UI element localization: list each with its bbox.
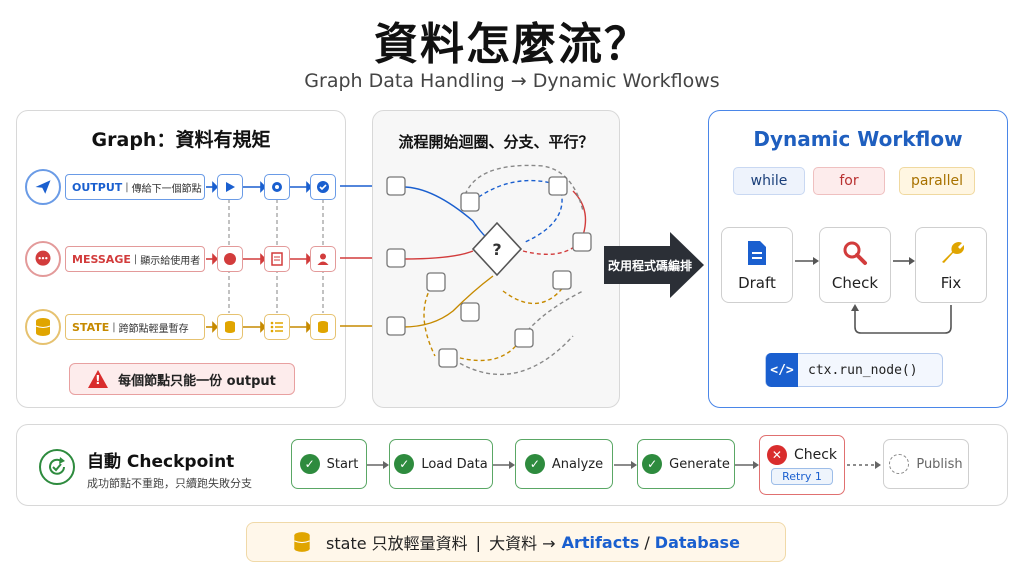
output-key: OUTPUT (72, 180, 123, 194)
db-small-icon (225, 321, 235, 333)
dynamic-workflow-panel: Dynamic Workflow while for parallel Draf… (708, 110, 1008, 408)
artifacts-link[interactable]: Artifacts (561, 532, 640, 552)
checkmark-icon (317, 181, 329, 193)
check-circle-icon: ✓ (299, 454, 320, 474)
step-generate-label: Generate (669, 456, 730, 472)
document-icon (271, 252, 283, 266)
play-icon (226, 182, 235, 192)
loop-chip-for[interactable]: for (813, 167, 885, 195)
list-icon (270, 321, 283, 333)
x-circle-icon: ✕ (766, 445, 787, 465)
step-load-data[interactable]: ✓ Load Data (389, 439, 493, 489)
checkpoint-title: 自動 Checkpoint (87, 452, 235, 472)
database-icon (25, 309, 61, 345)
refresh-check-icon (39, 449, 75, 485)
step-generate[interactable]: ✓ Generate (637, 439, 735, 489)
check-circle-icon: ✓ (642, 454, 663, 474)
page-subtitle: Graph Data Handling → Dynamic Workflows (304, 70, 720, 92)
doc-node[interactable] (264, 246, 290, 272)
checkpoint-subtitle: 成功節點不重跑，只續跑失敗分支 (87, 477, 252, 490)
code-text: ctx.run_node() (808, 362, 918, 378)
check-circle-icon: ✓ (394, 454, 415, 474)
database-icon (294, 532, 310, 552)
gear-node[interactable] (264, 174, 290, 200)
chat-bubble-icon (224, 253, 236, 265)
db-small-icon-2 (318, 321, 328, 333)
flow-panel-title: 流程開始迴圈、分支、平行？ (398, 133, 594, 151)
checkpoint-arrows (366, 461, 881, 469)
messy-flow-diagram: ? (386, 164, 592, 376)
loop-chip-while[interactable]: while (733, 167, 805, 195)
decision-symbol: ? (492, 240, 501, 259)
transition-arrow: 改用程式碼編排 (604, 232, 704, 298)
step-start[interactable]: ✓ Start (291, 439, 367, 489)
user-icon (317, 253, 329, 265)
message-desc: 顯示給使用者 (140, 255, 201, 267)
chat-icon (25, 241, 61, 277)
document-icon (748, 241, 766, 265)
dyn-arrows (795, 257, 952, 334)
dynamic-panel-title: Dynamic Workflow (753, 127, 963, 151)
step-analyze[interactable]: ✓ Analyze (515, 439, 613, 489)
step-analyze-label: Analyze (551, 456, 604, 472)
storage-note-separator: | (475, 532, 482, 552)
gear-icon (272, 182, 282, 192)
step-publish-label: Publish (916, 456, 963, 472)
loop-chip-parallel[interactable]: parallel (899, 167, 975, 195)
step-load-label: Load Data (421, 456, 488, 472)
page-title: 資料怎麼流？ (374, 19, 650, 70)
check-label: Check (831, 274, 879, 292)
chat-node[interactable] (217, 246, 243, 272)
play-node[interactable] (217, 174, 243, 200)
step-start-label: Start (326, 456, 359, 472)
magnifier-icon (843, 241, 867, 265)
fix-card[interactable]: Fix (915, 227, 987, 303)
step-publish[interactable]: . Publish (883, 439, 969, 489)
storage-note-mid: 大資料 → (489, 534, 556, 553)
graph-panel-title: Graph：資料有規矩 (91, 129, 271, 151)
output-label: OUTPUT|傳給下一個節點 (65, 174, 205, 200)
storage-note-prefix: state 只放輕量資料 (326, 534, 468, 553)
message-key: MESSAGE (72, 252, 131, 266)
step-check-failed[interactable]: ✕ Check Retry 1 (759, 435, 845, 495)
message-label: MESSAGE|顯示給使用者 (65, 246, 205, 272)
code-snippet: </> ctx.run_node() (765, 353, 943, 387)
code-icon: </> (766, 353, 798, 387)
storage-note-slash: / (644, 532, 650, 552)
draft-label: Draft (738, 274, 776, 292)
graph-panel: Graph：資料有規矩 OUTPUT|傳給下一個節點 (16, 110, 346, 408)
output-desc: 傳給下一個節點 (131, 183, 202, 195)
draft-card[interactable]: Draft (721, 227, 793, 303)
step-check-label: Check (793, 447, 838, 463)
graph-connectors (206, 181, 324, 333)
state-key: STATE (72, 320, 110, 334)
check-circle-icon: ✓ (524, 454, 545, 474)
warning-icon (88, 370, 109, 388)
list-node[interactable] (264, 314, 290, 340)
check-card[interactable]: Check (819, 227, 891, 303)
warning-text: 每個節點只能一份 output (118, 373, 276, 389)
db-node[interactable] (217, 314, 243, 340)
db-node-2[interactable] (310, 314, 336, 340)
send-icon (25, 169, 61, 205)
retry-badge[interactable]: Retry 1 (771, 468, 833, 485)
single-output-warning: 每個節點只能一份 output (69, 363, 295, 395)
database-link[interactable]: Database (654, 532, 740, 552)
transition-label: 改用程式碼編排 (608, 259, 693, 273)
check-node[interactable] (310, 174, 336, 200)
checkpoint-panel: 自動 Checkpoint 成功節點不重跑，只續跑失敗分支 ✓ Start ✓ Lo… (16, 424, 1008, 506)
flow-panel: 流程開始迴圈、分支、平行？ (372, 110, 620, 408)
wrench-icon (942, 242, 964, 263)
pending-circle-icon: . (889, 454, 910, 474)
fix-label: Fix (940, 274, 962, 292)
state-label: STATE|跨節點輕量暫存 (65, 314, 205, 340)
storage-note: state 只放輕量資料 | 大資料 → Artifacts / Databas… (246, 522, 786, 562)
state-desc: 跨節點輕量暫存 (118, 323, 189, 335)
user-node[interactable] (310, 246, 336, 272)
